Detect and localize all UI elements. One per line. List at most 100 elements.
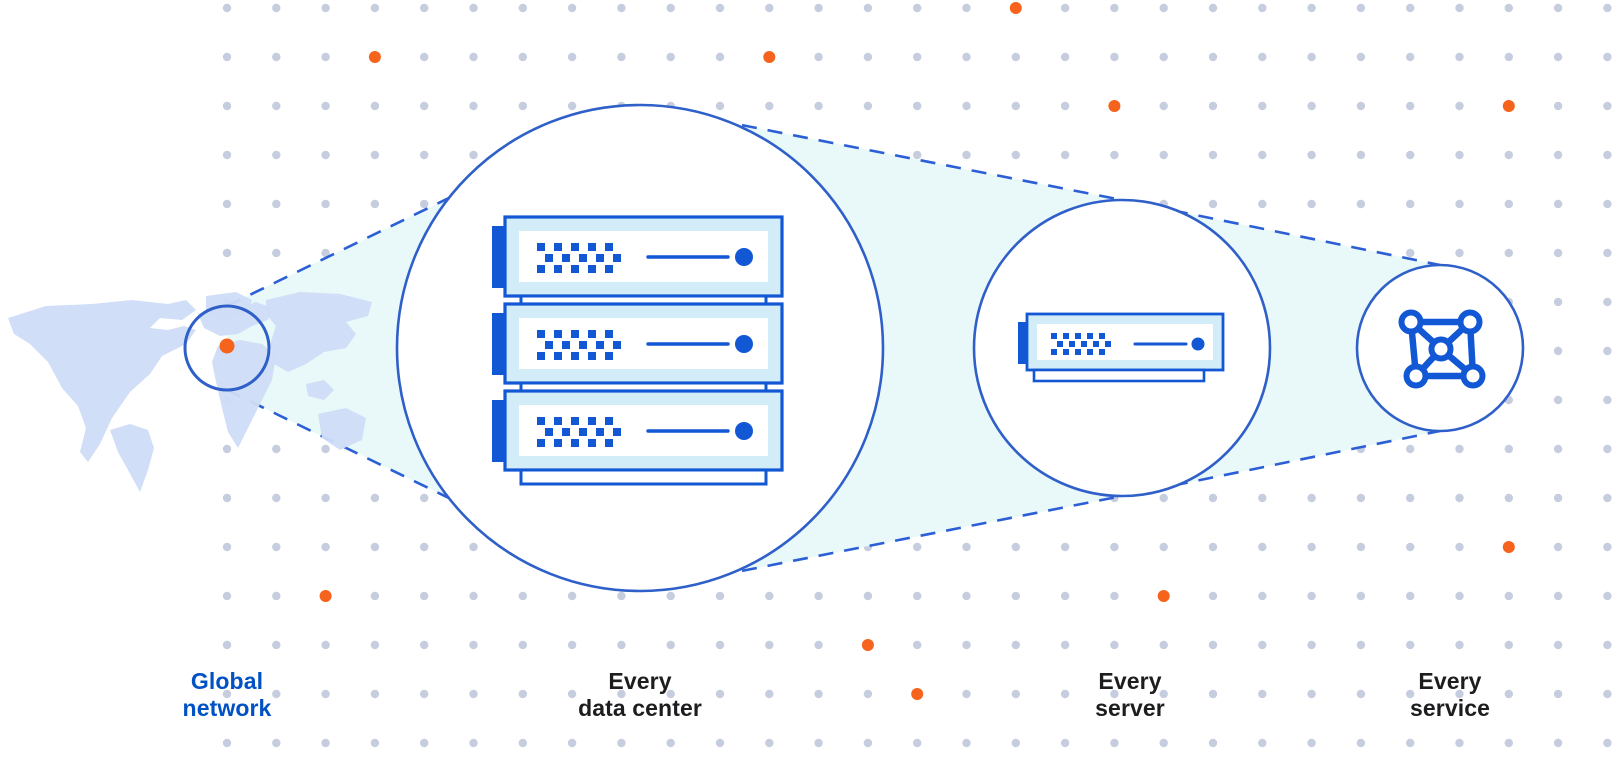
- grid-dot: [1011, 738, 1020, 748]
- grid-dot: [1553, 640, 1563, 650]
- grid-dot-highlight: [1157, 590, 1170, 602]
- grid-dot: [1208, 493, 1218, 503]
- grid-dot: [1011, 689, 1020, 699]
- grid-dot: [1060, 52, 1070, 62]
- grid-dot-highlight: [368, 51, 381, 63]
- grid-dot: [1159, 640, 1168, 650]
- grid-dot: [1603, 199, 1612, 209]
- grid-dot: [1356, 640, 1366, 650]
- grid-dot-highlight: [1502, 100, 1515, 112]
- grid-dot: [814, 738, 823, 748]
- graph-node-center: [1428, 336, 1454, 362]
- grid-dot: [1208, 150, 1218, 160]
- grid-dot: [321, 199, 330, 209]
- grid-dot: [1060, 591, 1070, 601]
- grid-dot: [420, 52, 429, 62]
- grid-dot: [1504, 3, 1514, 13]
- grid-dot: [1455, 591, 1464, 601]
- grid-dot: [1258, 591, 1267, 601]
- grid-dot: [1553, 150, 1563, 160]
- grid-dot: [1208, 199, 1218, 209]
- grid-dot: [370, 150, 380, 160]
- grid-dot: [1406, 101, 1415, 111]
- grid-dot: [272, 444, 281, 454]
- grid-dot: [863, 101, 873, 111]
- grid-dot: [370, 591, 380, 601]
- grid-dot: [913, 3, 922, 13]
- grid-dot: [1258, 101, 1267, 111]
- grid-dot: [420, 3, 429, 13]
- grid-dot: [666, 738, 675, 748]
- world-map-landmass: [8, 292, 372, 492]
- grid-dot: [518, 3, 527, 13]
- grid-dot: [1406, 493, 1415, 503]
- grid-dot: [1504, 444, 1514, 454]
- grid-dot: [715, 591, 725, 601]
- grid-dot: [1455, 444, 1464, 454]
- grid-dot: [715, 101, 725, 111]
- grid-dot: [765, 689, 774, 699]
- grid-dot: [1603, 3, 1612, 13]
- grid-dot: [1159, 101, 1168, 111]
- server-rack-unit-2: [492, 302, 784, 385]
- grid-dot: [420, 738, 429, 748]
- grid-dot: [1356, 101, 1366, 111]
- grid-dot: [272, 542, 281, 552]
- grid-dot: [1455, 738, 1464, 748]
- grid-dot: [272, 738, 281, 748]
- grid-dot: [1504, 640, 1514, 650]
- stage-circle-global-network: [183, 304, 271, 392]
- grid-dot: [222, 591, 232, 601]
- map-landmass: [110, 424, 154, 492]
- grid-dot: [420, 101, 429, 111]
- grid-dot: [1258, 199, 1267, 209]
- grid-dot: [1307, 493, 1316, 503]
- grid-dot: [321, 248, 330, 258]
- grid-dot: [1406, 150, 1415, 160]
- server-vent-dots: [1051, 333, 1111, 355]
- grid-dot: [1011, 101, 1020, 111]
- grid-dot: [272, 199, 281, 209]
- grid-dot: [617, 591, 626, 601]
- grid-dot: [370, 640, 380, 650]
- grid-dot: [1356, 738, 1366, 748]
- grid-dot: [1258, 689, 1267, 699]
- grid-dot: [222, 52, 232, 62]
- grid-dot: [370, 738, 380, 748]
- grid-dot: [715, 52, 725, 62]
- grid-dot: [567, 52, 577, 62]
- grid-dot: [222, 689, 232, 699]
- grid-dot: [469, 52, 478, 62]
- grid-dot: [962, 689, 971, 699]
- grid-dot: [1060, 542, 1070, 552]
- grid-dot: [617, 52, 626, 62]
- grid-dot: [1258, 640, 1267, 650]
- grid-dot: [666, 640, 675, 650]
- grid-dot: [321, 3, 330, 13]
- grid-dot: [913, 542, 922, 552]
- grid-dot: [321, 689, 330, 699]
- grid-dot: [272, 493, 281, 503]
- grid-dot: [1307, 3, 1316, 13]
- server-status-led-icon: [735, 248, 753, 266]
- grid-dot: [1553, 52, 1563, 62]
- map-landmass: [212, 340, 276, 448]
- grid-dot: [913, 150, 922, 160]
- grid-dot: [1060, 738, 1070, 748]
- grid-dot: [1553, 493, 1563, 503]
- grid-dot: [567, 101, 577, 111]
- grid-dot: [863, 3, 873, 13]
- grid-dot: [1553, 101, 1563, 111]
- grid-dot: [1356, 493, 1366, 503]
- map-landmass: [266, 292, 372, 372]
- grid-dot: [1406, 248, 1415, 258]
- grid-dot: [1406, 199, 1415, 209]
- grid-dot: [1455, 52, 1464, 62]
- grid-dot: [1258, 150, 1267, 160]
- grid-dot: [222, 738, 232, 748]
- grid-dot: [1060, 101, 1070, 111]
- grid-dot: [272, 591, 281, 601]
- grid-dot: [1011, 591, 1020, 601]
- grid-dot: [1011, 640, 1020, 650]
- grid-dot: [1208, 640, 1218, 650]
